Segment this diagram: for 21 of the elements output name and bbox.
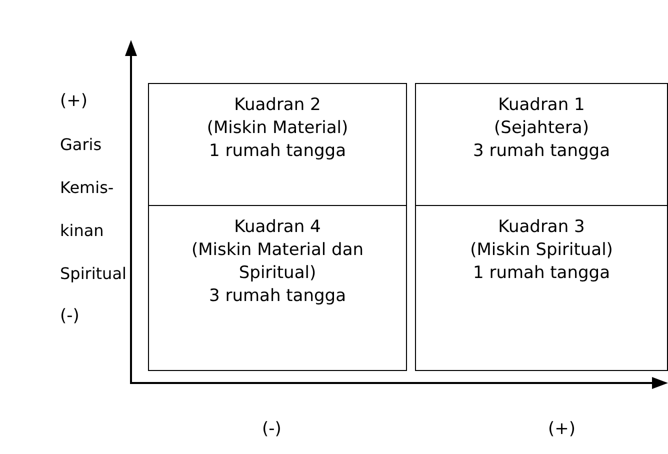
quadrant-title: Kuadran 4 bbox=[233, 216, 322, 239]
quadrant-title: Kuadran 3 bbox=[497, 216, 586, 239]
quadrant-box bbox=[148, 83, 407, 206]
quadrant-description: (Miskin Material) bbox=[206, 117, 350, 140]
axis-sign: (-) bbox=[60, 305, 80, 328]
quadrant-box bbox=[415, 83, 668, 206]
quadrant-description: (Sejahtera) bbox=[493, 117, 590, 140]
household-count: 1 rumah tangga bbox=[208, 140, 347, 163]
quadrant-title: Kuadran 1 bbox=[497, 94, 586, 117]
household-count: 3 rumah tangga bbox=[208, 285, 347, 308]
quadrant-box bbox=[148, 205, 407, 371]
household-count: 1 rumah tangga bbox=[472, 262, 611, 285]
household-count: 3 rumah tangga bbox=[472, 140, 611, 163]
axis-title: Garis Kemis- kinan Spiritual bbox=[60, 134, 126, 285]
axis-sign: (-) bbox=[262, 418, 282, 441]
quadrant-description: (Miskin Material dan Spiritual) bbox=[190, 239, 365, 285]
quadrant-box bbox=[415, 205, 668, 371]
quadrant-description: (Miskin Spiritual) bbox=[469, 239, 614, 262]
quadrant-title: Kuadran 2 bbox=[233, 94, 322, 117]
axis-sign: (+) bbox=[548, 418, 576, 441]
axis-sign: (+) bbox=[60, 90, 88, 113]
